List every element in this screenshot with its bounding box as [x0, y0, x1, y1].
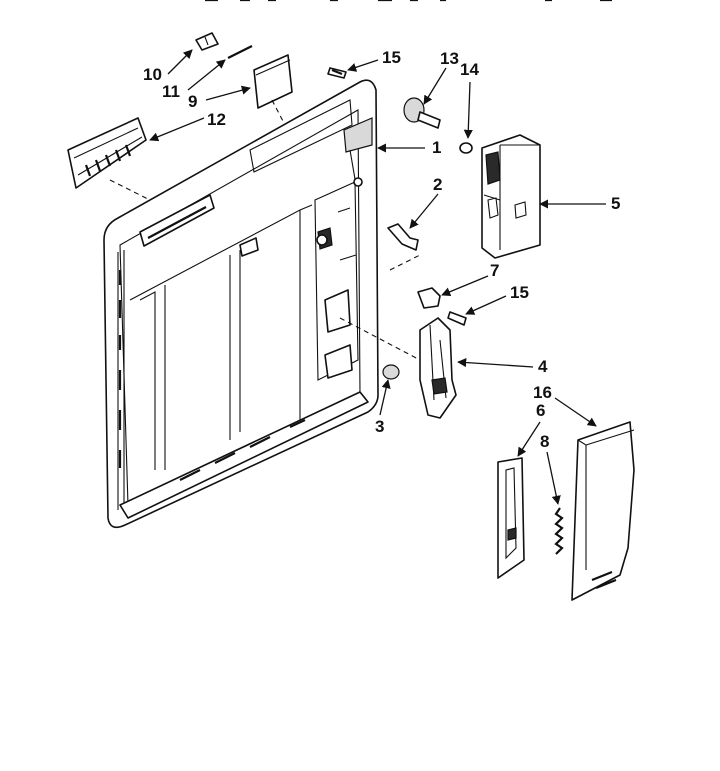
pin-part-11 — [227, 45, 253, 59]
leader-9 — [205, 85, 251, 101]
callout-8: 8 — [540, 432, 549, 451]
callout-13: 13 — [440, 49, 459, 68]
leader-4 — [457, 358, 534, 368]
callouts: 10 11 9 15 13 14 12 1 2 5 7 15 4 3 16 6 — [143, 48, 620, 505]
side-panel-part-16 — [571, 421, 635, 601]
callout-16: 16 — [533, 383, 552, 402]
leader-8 — [546, 451, 561, 505]
leader-2 — [409, 193, 439, 229]
latch-assembly-part-4 — [339, 317, 457, 419]
leader-7 — [441, 275, 489, 297]
vent-handle-part-12 — [67, 117, 151, 201]
callout-5: 5 — [611, 194, 620, 213]
nut-part-14 — [459, 142, 473, 154]
leader-13 — [423, 67, 447, 105]
callout-1: 1 — [432, 138, 441, 157]
screw-part-15-lower — [447, 311, 467, 326]
leader-6 — [517, 421, 541, 457]
screw-part-15-top — [327, 67, 347, 79]
callout-6: 6 — [536, 401, 545, 420]
leader-15-lower — [465, 295, 507, 315]
callout-15-lower: 15 — [510, 283, 529, 302]
leader-14 — [463, 81, 473, 139]
callout-10: 10 — [143, 65, 162, 84]
callout-14: 14 — [460, 60, 479, 79]
clip-part-10 — [195, 32, 219, 51]
switch-part-7 — [417, 287, 441, 309]
leader-12 — [149, 117, 205, 142]
inner-door-panel — [103, 79, 379, 529]
leader-11 — [187, 59, 226, 91]
callout-12: 12 — [207, 110, 226, 129]
leader-10 — [167, 49, 193, 75]
housing-part-5 — [481, 134, 541, 259]
bracket-part-6 — [497, 457, 525, 579]
callout-2: 2 — [433, 175, 442, 194]
leader-16 — [554, 397, 597, 427]
callout-15-top: 15 — [382, 48, 401, 67]
callout-4: 4 — [538, 357, 548, 376]
leader-3 — [379, 379, 391, 416]
leader-15-top — [347, 59, 379, 72]
knob-part-13 — [403, 97, 441, 129]
cover-part-9 — [253, 54, 293, 126]
callout-11: 11 — [162, 82, 180, 101]
spring-part-8 — [554, 507, 564, 555]
callout-9: 9 — [188, 92, 197, 111]
callout-3: 3 — [375, 417, 384, 436]
bumper-part-3 — [382, 364, 400, 380]
callout-7: 7 — [490, 261, 499, 280]
latch-part-2 — [387, 223, 421, 271]
